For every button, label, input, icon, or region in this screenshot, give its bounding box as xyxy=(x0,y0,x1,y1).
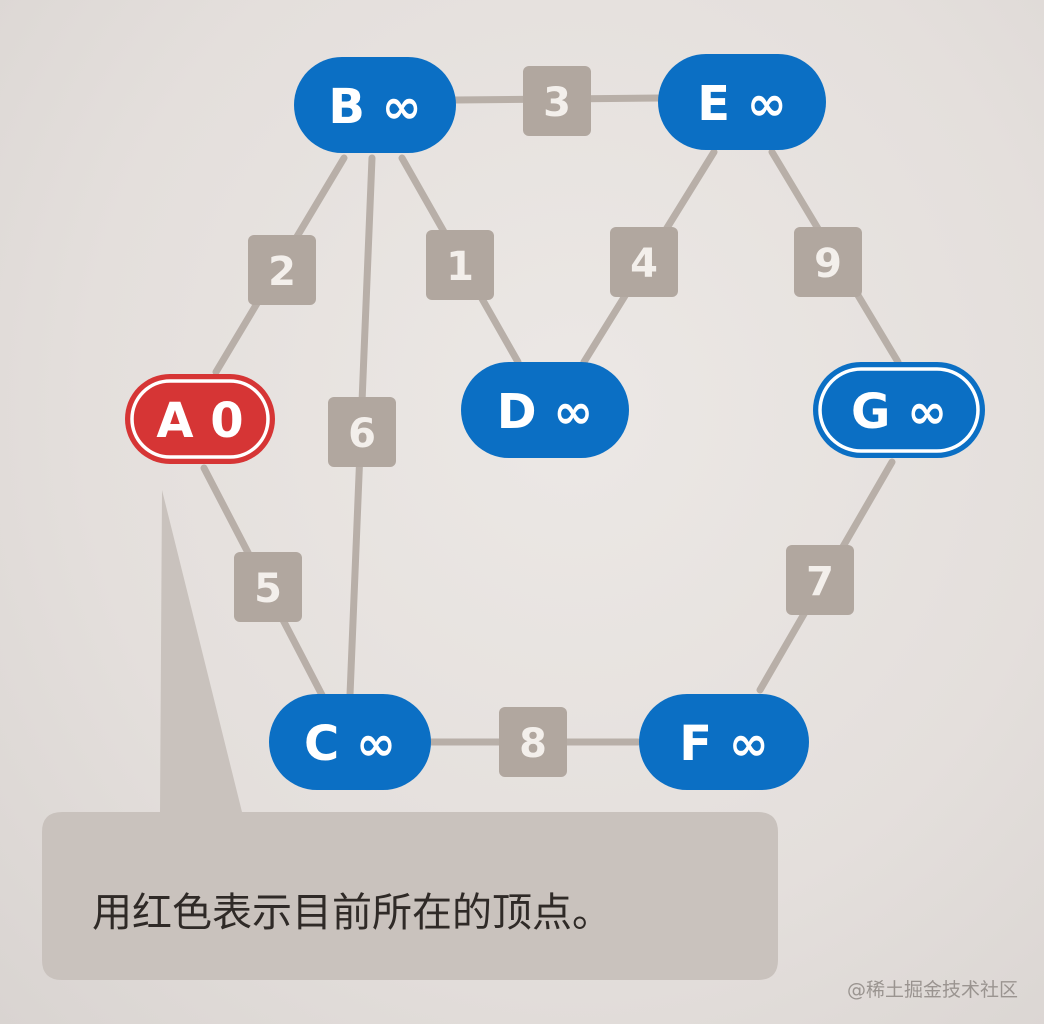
node-label-c: C ∞ xyxy=(304,716,396,772)
node-inner-ring-a xyxy=(130,379,270,459)
nodes-layer: B ∞ E ∞ A 0 D ∞ G ∞ C ∞ F ∞ xyxy=(125,54,985,790)
edge-weight-label-b-c: 6 xyxy=(348,411,376,457)
node-label-e: E ∞ xyxy=(697,76,786,132)
node-label-g: G ∞ xyxy=(851,384,947,440)
edge-weight-label-b-d: 1 xyxy=(446,244,474,290)
edge-weight-label-g-f: 7 xyxy=(806,559,834,605)
edge-weight-box-g-f xyxy=(786,545,854,615)
edges-layer: 3 2 1 6 4 9 5 7 8 xyxy=(200,66,902,777)
node-pill-b xyxy=(294,57,456,153)
callout-bubble xyxy=(42,490,778,980)
node-pill-d xyxy=(461,362,629,458)
edge-weight-label-a-b: 2 xyxy=(268,249,296,295)
node-label-d: D ∞ xyxy=(497,384,594,440)
node-a: A 0 xyxy=(125,374,275,464)
callout-caption: 用红色表示目前所在的顶点。 xyxy=(92,890,612,936)
edge-weight-label-a-c: 5 xyxy=(254,566,282,612)
node-pill-f xyxy=(639,694,809,790)
edge-weight-box-b-c xyxy=(328,397,396,467)
node-f: F ∞ xyxy=(639,694,809,790)
edge-weight-box-b-d xyxy=(426,230,494,300)
node-pill-a xyxy=(125,374,275,464)
node-g: G ∞ xyxy=(813,362,985,458)
edge-weight-box-a-c xyxy=(234,552,302,622)
node-label-a: A 0 xyxy=(156,393,243,449)
node-pill-g xyxy=(813,362,985,458)
edge-weight-box-a-b xyxy=(248,235,316,305)
node-inner-ring-g xyxy=(818,367,980,453)
node-label-f: F ∞ xyxy=(679,716,768,772)
node-d: D ∞ xyxy=(461,362,629,458)
edge-weight-label-c-f: 8 xyxy=(519,721,547,767)
node-c: C ∞ xyxy=(269,694,431,790)
edge-weight-box-c-f xyxy=(499,707,567,777)
watermark: @稀土掘金技术社区 xyxy=(846,979,1018,1001)
node-label-b: B ∞ xyxy=(328,79,421,135)
node-e: E ∞ xyxy=(658,54,826,150)
node-pill-e xyxy=(658,54,826,150)
edge-weight-box-b-e xyxy=(523,66,591,136)
edge-weight-label-e-g: 9 xyxy=(814,241,842,287)
edge-weight-box-e-d xyxy=(610,227,678,297)
edge-weight-box-e-g xyxy=(794,227,862,297)
node-b: B ∞ xyxy=(294,57,456,153)
node-pill-c xyxy=(269,694,431,790)
edge-weight-label-b-e: 3 xyxy=(543,80,571,126)
edge-weight-label-e-d: 4 xyxy=(630,241,658,287)
callout-layer xyxy=(42,490,778,980)
